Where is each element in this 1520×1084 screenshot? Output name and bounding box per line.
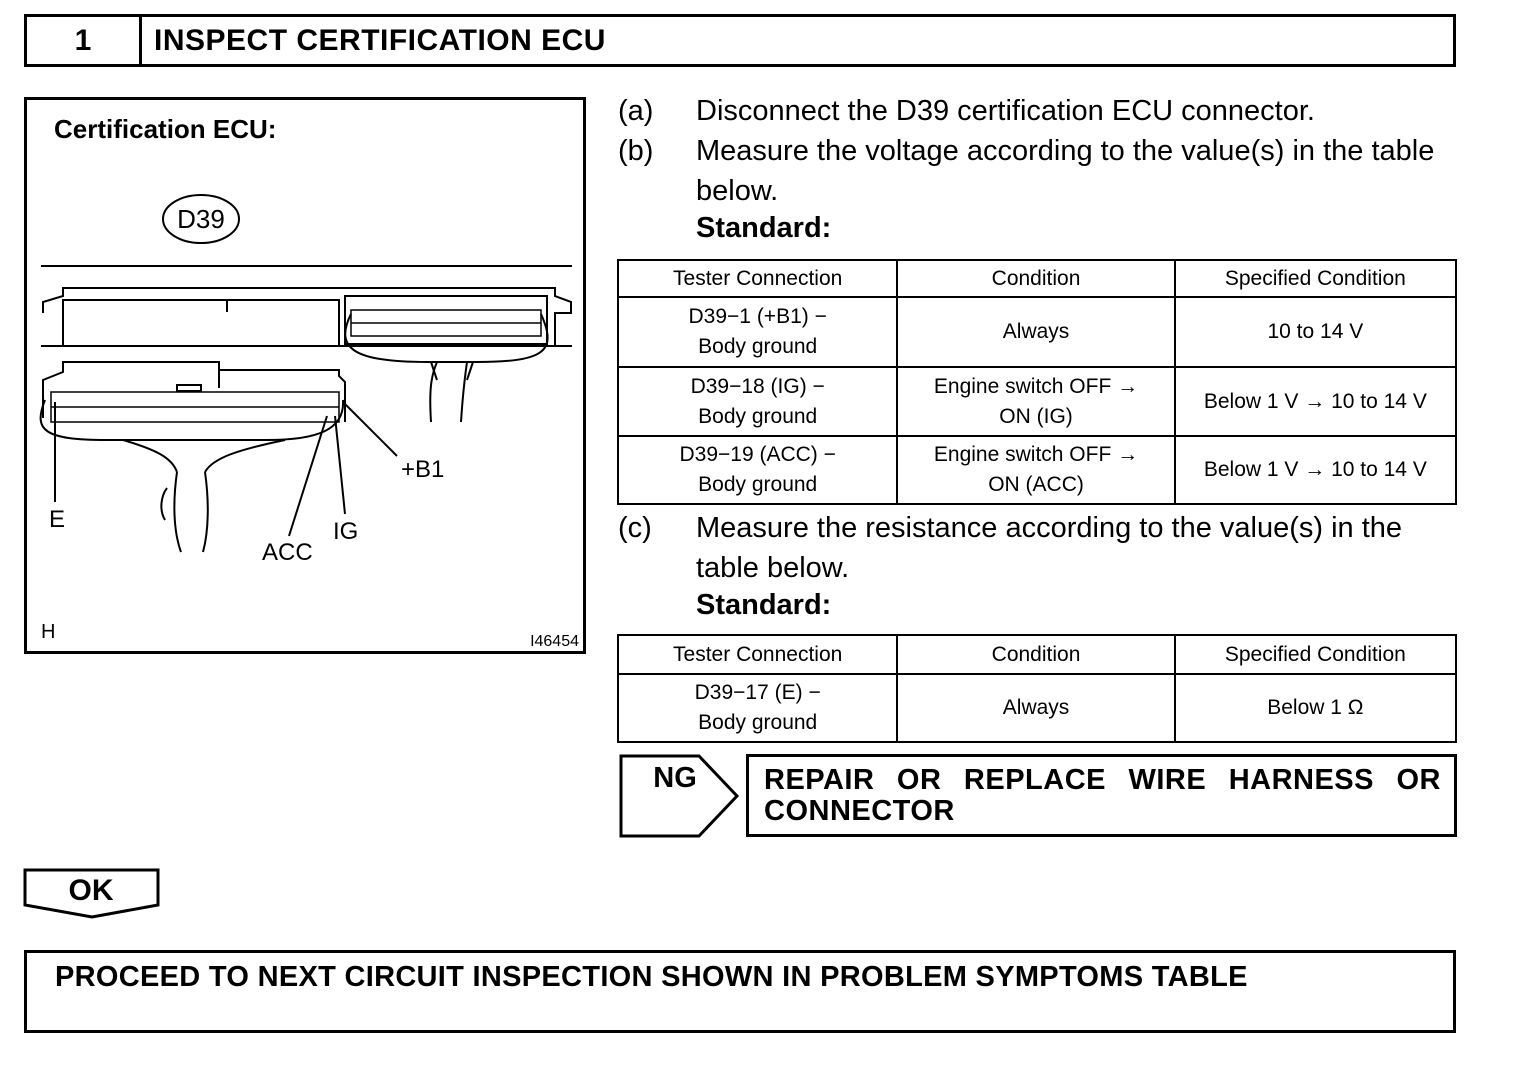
standard-label-resistance: Standard:: [696, 589, 832, 621]
instruction-b-text-1: Measure the voltage according to the val…: [696, 135, 1435, 167]
instruction-b: (b) Measure the voltage according to the…: [618, 131, 1458, 211]
label-h: H: [41, 621, 55, 643]
table-header-row: Tester Connection Condition Specified Co…: [616, 259, 1458, 298]
connector-id-oval: [162, 194, 240, 244]
ng-action-box: REPAIR OR REPLACE WIRE HARNESS OR CONNEC…: [746, 754, 1457, 837]
standard-label-voltage: Standard:: [696, 212, 832, 244]
upper-pin-grid: [350, 309, 542, 337]
lower-harness-wire: [122, 439, 286, 473]
instruction-c-text-1: Measure the resistance according to the …: [696, 512, 1403, 544]
header-tester-connection: Tester Connection: [616, 259, 899, 298]
table-row: D39−19 (ACC) −Body ground Engine switch …: [616, 435, 1458, 505]
tester-connection-cell: D39−19 (ACC) −Body ground: [616, 435, 899, 505]
header-specified-condition: Specified Condition: [1173, 259, 1458, 298]
final-step-box: PROCEED TO NEXT CIRCUIT INSPECTION SHOWN…: [24, 950, 1456, 1033]
table-row: D39−18 (IG) −Body ground Engine switch O…: [616, 366, 1458, 437]
header-condition: Condition: [896, 259, 1176, 298]
upper-connector-socket: [344, 295, 548, 345]
leader-ig: [334, 415, 346, 515]
instruction-b-text-2: below.: [696, 175, 779, 207]
lower-pin-grid: [50, 391, 340, 423]
instruction-c-mark: (c): [618, 512, 652, 544]
label-ig: IG: [333, 518, 358, 545]
table-header-row: Tester Connection Condition Specified Co…: [616, 634, 1458, 675]
ok-arrow-box: [23, 868, 160, 919]
ok-label: OK: [68, 874, 114, 907]
instruction-a: (a) Disconnect the D39 certification ECU…: [618, 91, 1458, 131]
connector-figure: Certification ECU: D39: [24, 97, 586, 654]
step-title: INSPECT CERTIFICATION ECU: [154, 23, 606, 57]
leader-b1: [342, 401, 398, 457]
label-e: E: [49, 506, 65, 533]
figure-title: Certification ECU:: [54, 114, 277, 144]
condition-cell: Engine switch OFF →ON (IG): [896, 366, 1176, 437]
instruction-a-mark: (a): [618, 95, 654, 127]
upper-harness-wire: [429, 361, 468, 423]
leader-acc: [288, 415, 328, 537]
figure-code: I46454: [530, 633, 579, 650]
header-specified-condition: Specified Condition: [1173, 634, 1458, 675]
table-row: D39−17 (E) −Body ground Always Below 1 Ω: [616, 673, 1458, 743]
condition-cell: Engine switch OFF →ON (ACC): [896, 435, 1176, 505]
upper-harness-loop: [344, 313, 549, 363]
specified-condition-cell: Below 1 Ω: [1173, 673, 1458, 743]
lower-connector-shell: [42, 361, 346, 422]
label-b1: +B1: [401, 456, 444, 483]
ecu-connector-diagram: D39 +B1: [39, 194, 579, 650]
instruction-a-text: Disconnect the D39 certification ECU con…: [696, 95, 1315, 127]
label-acc: ACC: [262, 539, 313, 566]
specified-condition-cell: Below 1 V → 10 to 14 V: [1173, 435, 1458, 505]
instruction-b-mark: (b): [618, 135, 654, 167]
header-tester-connection: Tester Connection: [616, 634, 899, 675]
header-condition: Condition: [896, 634, 1176, 675]
condition-cell: Always: [896, 296, 1176, 368]
condition-cell: Always: [896, 673, 1176, 743]
resistance-spec-table: Tester Connection Condition Specified Co…: [616, 634, 1458, 743]
step-header: 1 INSPECT CERTIFICATION ECU: [24, 14, 1456, 67]
voltage-spec-table: Tester Connection Condition Specified Co…: [616, 259, 1458, 505]
ng-arrow-box: [619, 754, 740, 838]
table-row: D39−1 (+B1) −Body ground Always 10 to 14…: [616, 296, 1458, 368]
tester-connection-cell: D39−1 (+B1) −Body ground: [616, 296, 899, 368]
lower-harness-loop: [39, 399, 345, 441]
tester-connection-cell: D39−18 (IG) −Body ground: [616, 366, 899, 437]
upper-connector-shell: [42, 287, 572, 346]
connector-id-label: D39: [177, 204, 225, 234]
specified-condition-cell: Below 1 V → 10 to 14 V: [1173, 366, 1458, 437]
specified-condition-cell: 10 to 14 V: [1173, 296, 1458, 368]
instruction-c-text-2: table below.: [696, 552, 850, 584]
tester-connection-cell: D39−17 (E) −Body ground: [616, 673, 899, 743]
ng-label: NG: [653, 762, 697, 794]
step-number: 1: [27, 17, 142, 64]
instruction-c: (c) Measure the resistance according to …: [618, 508, 1458, 588]
